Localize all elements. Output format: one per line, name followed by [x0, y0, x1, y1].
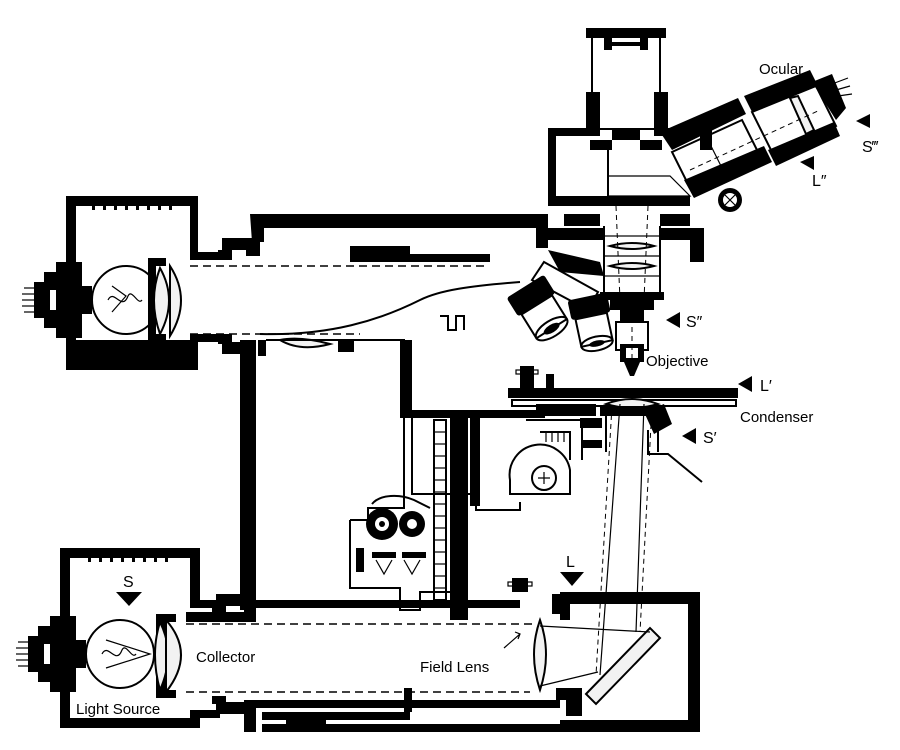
s-double-label: S″	[686, 314, 703, 331]
s-double-arrow	[666, 312, 680, 328]
ocular	[660, 70, 853, 212]
stage-condenser	[508, 366, 738, 676]
s-label: S	[123, 574, 134, 591]
upper-illuminator-tube	[190, 214, 548, 349]
ocular-label: Ocular	[759, 61, 803, 78]
l-double-label: L″	[812, 173, 827, 190]
collector-label: Collector	[196, 649, 255, 666]
l-label: L	[566, 554, 575, 571]
l-prime-label: L′	[760, 378, 772, 395]
s-prime-label: S′	[703, 430, 717, 447]
l-prime-arrow	[738, 376, 752, 392]
field-lens-label: Field Lens	[420, 659, 489, 676]
l-double-arrow	[800, 156, 814, 170]
vertical-column	[240, 339, 545, 611]
position-arrows	[116, 114, 870, 606]
s-arrow	[116, 592, 142, 606]
s-triple-label: S‴	[862, 139, 879, 156]
l-arrow	[560, 572, 584, 586]
condenser-label: Condenser	[740, 409, 813, 426]
s-prime-arrow	[682, 428, 696, 444]
nosepiece-objectives	[507, 250, 654, 376]
light-source-label: Light Source	[76, 701, 160, 718]
s-triple-arrow	[856, 114, 870, 128]
objective-label: Objective	[646, 353, 709, 370]
lower-lamp-housing	[16, 548, 246, 728]
lower-illuminator-base	[186, 578, 700, 732]
upper-lamp-housing	[22, 196, 252, 370]
